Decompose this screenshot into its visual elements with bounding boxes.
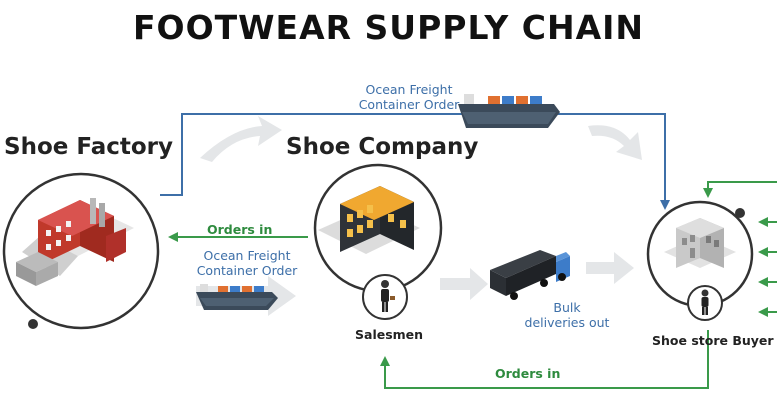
gray-arrow-factory-to-company bbox=[200, 116, 282, 162]
top-freight-line1: Ocean Freight bbox=[365, 82, 453, 97]
warehouse-icon bbox=[318, 186, 420, 254]
orders-in-factory-label: Orders in bbox=[207, 222, 273, 237]
mid-freight-line2: Container Order bbox=[196, 263, 298, 278]
shoe-factory-label: Shoe Factory bbox=[4, 134, 173, 160]
mid-freight-line1: Ocean Freight bbox=[203, 248, 291, 263]
orders-in-bottom-line bbox=[380, 330, 709, 389]
mid-freight-label: Ocean Freight Container Order bbox=[192, 248, 302, 278]
store-building-icon bbox=[664, 218, 736, 268]
bulk-line2: deliveries out bbox=[524, 315, 610, 330]
top-freight-label: Ocean Freight Container Order bbox=[354, 82, 464, 112]
buyer-person-icon bbox=[701, 289, 709, 315]
ocean-freight-route-line bbox=[160, 113, 670, 210]
shoe-store-buyer-label: Shoe store Buyer bbox=[652, 333, 774, 348]
container-ship-mid-icon bbox=[196, 284, 278, 310]
gray-arrow-company-to-buyer bbox=[588, 125, 642, 160]
factory-icon bbox=[16, 198, 134, 286]
factory-circle-dot bbox=[28, 319, 38, 329]
bulk-deliveries-label: Bulk deliveries out bbox=[512, 300, 622, 330]
bulk-line1: Bulk bbox=[553, 300, 581, 315]
diagram-title: FOOTWEAR SUPPLY CHAIN bbox=[132, 8, 645, 47]
buyer-circle-dot bbox=[735, 208, 745, 218]
salesmen-label: Salesmen bbox=[355, 327, 424, 342]
salesman-icon bbox=[381, 280, 395, 312]
gray-arrow-truck-to-buyer bbox=[586, 252, 634, 284]
delivery-truck-icon bbox=[490, 250, 570, 300]
top-freight-line2: Container Order bbox=[358, 97, 460, 112]
incoming-orders-lines bbox=[703, 181, 777, 317]
gray-arrow-salesmen-to-truck bbox=[440, 268, 488, 300]
shoe-company-label: Shoe Company bbox=[286, 134, 479, 160]
orders-in-bottom-label: Orders in bbox=[495, 366, 561, 381]
container-ship-top-icon bbox=[458, 94, 560, 128]
